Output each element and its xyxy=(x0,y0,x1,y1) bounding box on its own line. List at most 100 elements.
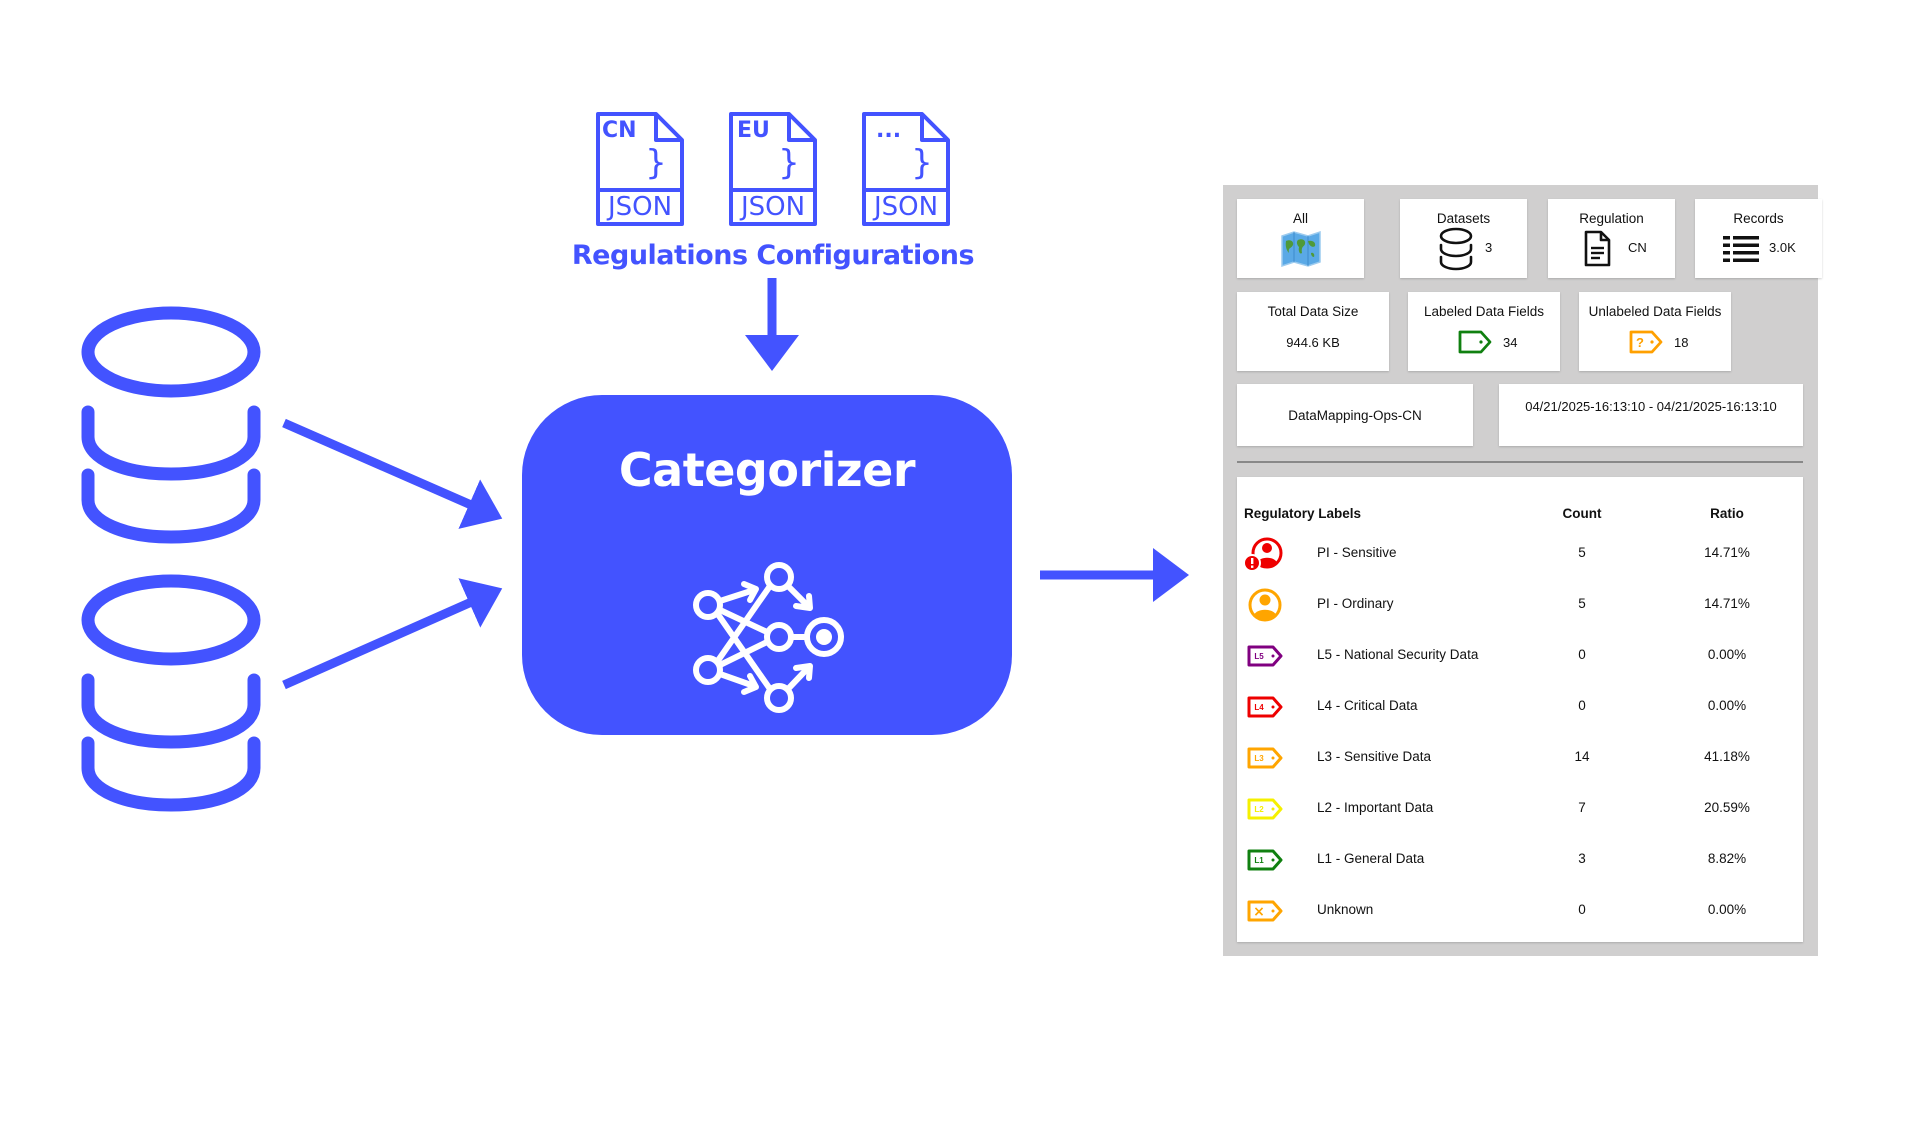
header-count: Count xyxy=(1562,506,1602,521)
table-row[interactable]: PI - Ordinary 5 14.71% xyxy=(1237,585,1803,625)
tag-l1-icon: L1 xyxy=(1247,849,1283,871)
row-ratio: 0.00% xyxy=(1707,698,1747,713)
summary-card-regulation[interactable]: Regulation CN xyxy=(1548,199,1675,278)
stat-value: 18 xyxy=(1674,335,1689,350)
tag-l4-icon: L4 xyxy=(1247,696,1283,718)
stat-value: 944.6 KB xyxy=(1286,335,1340,350)
database-icon xyxy=(81,306,261,544)
table-row[interactable]: L5 L5 - National Security Data 0 0.00% xyxy=(1237,636,1803,676)
tag-l5-icon: L5 xyxy=(1247,645,1283,667)
arrow-input-1 xyxy=(282,418,503,529)
time-range-card[interactable]: 04/21/2025-16:13:10 - 04/21/2025-16:13:1… xyxy=(1499,384,1803,446)
row-label: L5 - National Security Data xyxy=(1317,647,1479,662)
row-label: L1 - General Data xyxy=(1317,851,1425,866)
config-title: Regulations Configurations xyxy=(571,240,975,271)
summary-label: Records xyxy=(1733,211,1784,226)
row-ratio: 14.71% xyxy=(1704,545,1750,560)
summary-label: Datasets xyxy=(1436,211,1491,226)
summary-value: 3.0K xyxy=(1769,240,1796,255)
row-count: 7 xyxy=(1578,800,1586,815)
table-row[interactable]: L4 L4 - Critical Data 0 0.00% xyxy=(1237,687,1803,727)
json-file-code: EU xyxy=(737,118,770,143)
stat-label: Labeled Data Fields xyxy=(1423,304,1545,319)
json-file-icon: } xyxy=(862,112,950,226)
stat-label: Unlabeled Data Fields xyxy=(1588,304,1722,319)
row-ratio: 20.59% xyxy=(1704,800,1750,815)
json-file-type: JSON xyxy=(873,192,939,222)
row-ratio: 0.00% xyxy=(1707,647,1747,662)
row-label: L4 - Critical Data xyxy=(1317,698,1418,713)
job-name-card[interactable]: DataMapping-Ops-CN xyxy=(1237,384,1473,446)
table-row[interactable]: L3 L3 - Sensitive Data 14 41.18% xyxy=(1237,738,1803,778)
stat-card-total-size[interactable]: Total Data Size 944.6 KB xyxy=(1237,292,1389,371)
row-count: 0 xyxy=(1578,647,1586,662)
row-label: L2 - Important Data xyxy=(1317,800,1434,815)
row-count: 5 xyxy=(1578,596,1586,611)
stat-value: 34 xyxy=(1503,335,1518,350)
stat-card-unlabeled[interactable]: Unlabeled Data Fields ? 18 xyxy=(1579,292,1731,371)
stat-label: Total Data Size xyxy=(1267,304,1359,319)
json-file-cn: } CN JSON xyxy=(594,110,686,233)
tag-text: L4 xyxy=(1254,703,1264,712)
neural-network-icon xyxy=(693,562,844,713)
summary-card-datasets[interactable]: Datasets 3 xyxy=(1400,199,1527,278)
tag-icon xyxy=(1458,330,1492,354)
summary-value: CN xyxy=(1628,240,1647,255)
row-label: Unknown xyxy=(1317,902,1374,917)
regulatory-labels-table: Regulatory Labels Count Ratio PI - Sensi… xyxy=(1237,477,1803,942)
table-row[interactable]: L2 L2 - Important Data 7 20.59% xyxy=(1237,789,1803,829)
row-count: 14 xyxy=(1574,749,1590,764)
config-files: } CN JSON } EU JSON } ... JSON xyxy=(594,110,974,230)
tag-l3-icon: L3 xyxy=(1247,747,1283,769)
row-label: L3 - Sensitive Data xyxy=(1317,749,1432,764)
json-file-icon: } xyxy=(596,112,684,226)
time-range: 04/21/2025-16:13:10 - 04/21/2025-16:13:1… xyxy=(1525,399,1777,414)
row-label: PI - Ordinary xyxy=(1317,596,1394,611)
tag-text: L2 xyxy=(1254,805,1264,814)
json-file-icon: } xyxy=(729,112,817,226)
svg-text:}: } xyxy=(911,143,933,183)
row-ratio: 0.00% xyxy=(1707,902,1747,917)
row-count: 3 xyxy=(1578,851,1586,866)
json-file-code: ... xyxy=(876,118,902,143)
document-icon xyxy=(1584,230,1611,267)
summary-card-all[interactable]: All xyxy=(1237,199,1364,278)
header-label: Regulatory Labels xyxy=(1244,506,1362,521)
row-count: 5 xyxy=(1578,545,1586,560)
job-name: DataMapping-Ops-CN xyxy=(1288,408,1422,423)
table-row[interactable]: L1 L1 - General Data 3 8.82% xyxy=(1237,840,1803,880)
person-icon xyxy=(1248,588,1282,622)
categorizer-box: Categorizer xyxy=(522,395,1012,735)
json-file-eu: } EU JSON xyxy=(727,110,819,233)
table-row[interactable]: PI - Sensitive 5 14.71% xyxy=(1237,534,1803,574)
json-file-type: JSON xyxy=(740,192,806,222)
tag-unknown-icon: × xyxy=(1247,900,1283,922)
divider xyxy=(1237,461,1803,463)
row-count: 0 xyxy=(1578,698,1586,713)
tag-text: L1 xyxy=(1254,856,1264,865)
json-file-type: JSON xyxy=(607,192,673,222)
row-ratio: 14.71% xyxy=(1704,596,1750,611)
tag-text: L5 xyxy=(1254,652,1264,661)
header-ratio: Ratio xyxy=(1710,506,1744,521)
json-file-code: CN xyxy=(602,118,637,143)
stat-card-labeled[interactable]: Labeled Data Fields 34 xyxy=(1408,292,1560,371)
svg-text:}: } xyxy=(778,143,800,183)
tag-l2-icon: L2 xyxy=(1247,798,1283,820)
person-alert-icon xyxy=(1243,537,1283,572)
summary-label: All xyxy=(1292,211,1308,226)
row-ratio: 41.18% xyxy=(1704,749,1750,764)
summary-card-records[interactable]: Records 3.0K xyxy=(1695,199,1822,278)
database-icon xyxy=(1439,227,1473,271)
summary-label: Regulation xyxy=(1579,211,1644,226)
summary-value: 3 xyxy=(1485,240,1493,255)
row-ratio: 8.82% xyxy=(1707,851,1747,866)
categorizer-title: Categorizer xyxy=(618,443,916,497)
tag-text: L3 xyxy=(1254,754,1264,763)
row-label: PI - Sensitive xyxy=(1317,545,1397,560)
list-icon xyxy=(1723,236,1759,262)
svg-text:?: ? xyxy=(1636,335,1644,350)
arrow-input-2 xyxy=(282,578,503,690)
table-row[interactable]: × Unknown 0 0.00% xyxy=(1237,891,1803,931)
